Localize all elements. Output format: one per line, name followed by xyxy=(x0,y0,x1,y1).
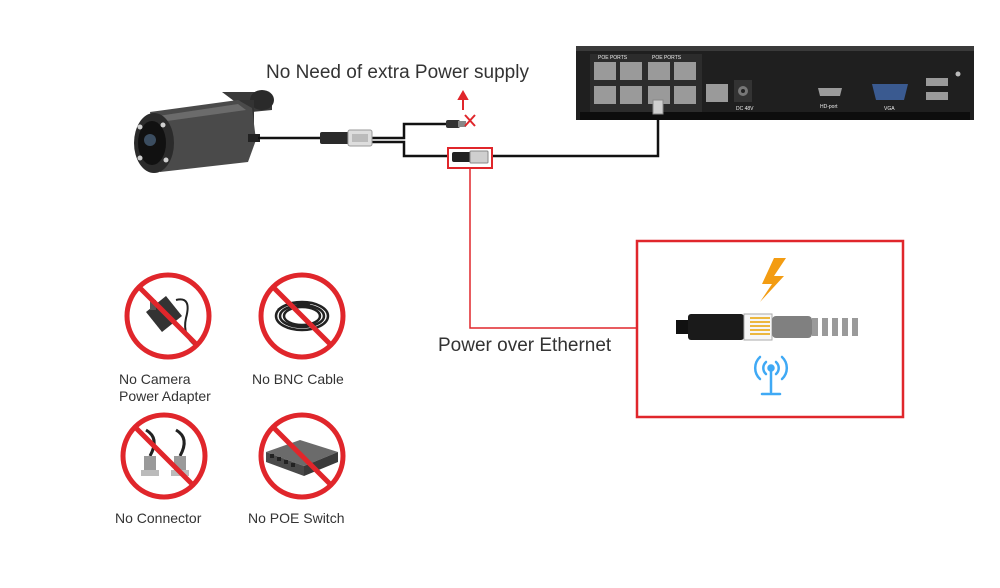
no-poe-switch-icon xyxy=(258,412,346,500)
no-power-adapter-icon xyxy=(124,272,212,360)
no-connector-icon xyxy=(120,412,208,500)
prohibited-icon xyxy=(258,412,346,500)
no-poe-switch-label: No POE Switch xyxy=(248,510,345,526)
poe-ports xyxy=(594,62,696,104)
no-connector-label: No Connector xyxy=(115,510,202,526)
no-power-mark xyxy=(457,89,476,127)
usb-port-1 xyxy=(926,78,948,86)
poe-highlight-box xyxy=(635,239,905,419)
dc-label: DC 48V xyxy=(736,106,754,112)
rj45-plug-icon xyxy=(676,313,858,341)
prohibited-icon xyxy=(258,272,346,360)
poe-ports-label-2: POE PORTS xyxy=(652,55,682,61)
network-cable xyxy=(258,112,660,158)
poe-ports-label-1: POE PORTS xyxy=(598,55,628,61)
vga-port xyxy=(872,84,908,100)
wifi-antenna-icon xyxy=(753,355,789,396)
nvr-icon: POE PORTS POE PORTS DC 48V HD-port VGA xyxy=(576,46,974,120)
no-bnc-label: No BNC Cable xyxy=(252,371,344,387)
highlighted-network-plug xyxy=(447,147,493,169)
no-bnc-cable-icon xyxy=(258,272,346,360)
bnc-connector-icon xyxy=(141,428,189,476)
prohibited-icon xyxy=(120,412,208,500)
no-adapter-label-line2: Power Adapter xyxy=(119,388,211,404)
bnc-cable-icon xyxy=(274,300,330,332)
no-adapter-label-line1: No Camera xyxy=(119,371,191,387)
callout-line xyxy=(469,168,636,329)
nvr-plug xyxy=(652,99,664,115)
power-over-ethernet-label: Power over Ethernet xyxy=(438,335,612,356)
lightning-icon xyxy=(760,258,786,302)
hd-port-label: HD-port xyxy=(820,104,838,110)
hdmi-port xyxy=(818,88,842,96)
prohibited-icon xyxy=(124,272,212,360)
camera-icon xyxy=(134,90,274,173)
vga-label: VGA xyxy=(884,106,895,112)
rj45-plug-icon xyxy=(320,129,373,147)
dc-plug-icon xyxy=(446,120,466,128)
no-extra-power-label: No Need of extra Power supply xyxy=(266,62,529,83)
lan-port xyxy=(706,84,728,102)
usb-port-2 xyxy=(926,92,948,100)
